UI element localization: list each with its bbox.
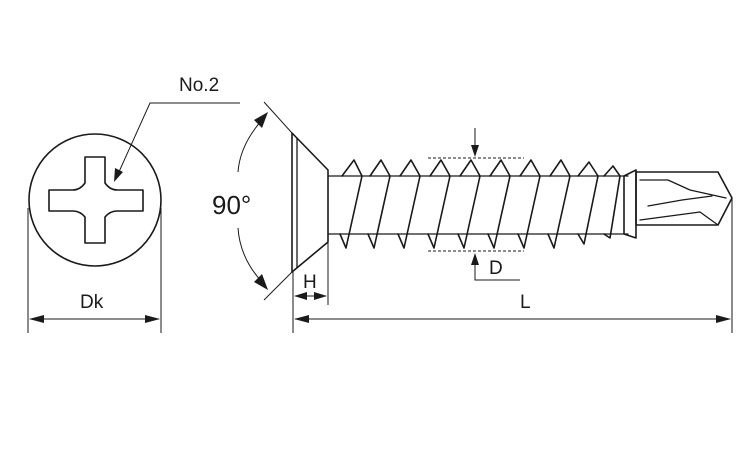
thread-crests: [339, 159, 621, 249]
phillips-cross-recess-icon: [48, 156, 144, 244]
screw-side-view: [291, 132, 733, 273]
thread-runout: [623, 169, 637, 239]
h-arrow-left: [294, 292, 307, 300]
thread-2: [367, 159, 391, 249]
drill-flute-top: [639, 179, 727, 199]
dk-arrow-right: [145, 315, 160, 323]
head-circle: [28, 133, 162, 267]
d-dimension: D: [428, 128, 524, 281]
thread-4: [427, 159, 451, 249]
drill-body: [635, 171, 733, 226]
thread-9: [577, 161, 599, 245]
dk-dimension: Dk: [27, 208, 162, 333]
drive-size-label: No.2: [179, 75, 219, 96]
thread-7: [517, 159, 541, 249]
l-arrow-right: [716, 315, 731, 323]
thread-6: [487, 159, 511, 249]
angle-arc-bottom: [237, 227, 263, 283]
l-label: L: [520, 292, 531, 313]
d-arrow-top: [471, 145, 479, 157]
angle-arrow-bottom: [254, 274, 268, 290]
angle-dimension: 90°: [212, 101, 293, 301]
h-dimension: H: [292, 242, 329, 333]
drill-flute-bottom: [639, 211, 719, 226]
l-dimension: L: [294, 198, 733, 333]
drive-leader-arrow: [114, 168, 123, 182]
angle-extension-top: [263, 101, 293, 134]
h-label: H: [303, 272, 317, 293]
drill-point: [635, 171, 733, 226]
dk-arrow-left: [29, 315, 44, 323]
angle-arrow-top: [254, 112, 268, 128]
h-arrow-right: [314, 292, 327, 300]
dk-label: Dk: [80, 292, 104, 313]
thread-3: [397, 159, 421, 249]
angle-arc-top: [237, 119, 263, 173]
d-label: D: [489, 258, 503, 279]
thread-1: [339, 159, 363, 249]
drive-size-callout: No.2: [114, 75, 240, 182]
angle-extension-bottom: [263, 271, 293, 301]
d-arrow-bottom: [471, 253, 479, 265]
drive-leader-line: [117, 102, 240, 175]
angle-label: 90°: [212, 190, 251, 220]
l-arrow-left: [294, 315, 309, 323]
drill-flute-mid: [647, 195, 713, 207]
phillips-head-top-view: [28, 133, 162, 267]
thread-10: [603, 165, 621, 239]
d-arrow-line-bottom: [474, 260, 520, 281]
thread-5: [457, 159, 481, 249]
thread-8: [547, 159, 571, 249]
